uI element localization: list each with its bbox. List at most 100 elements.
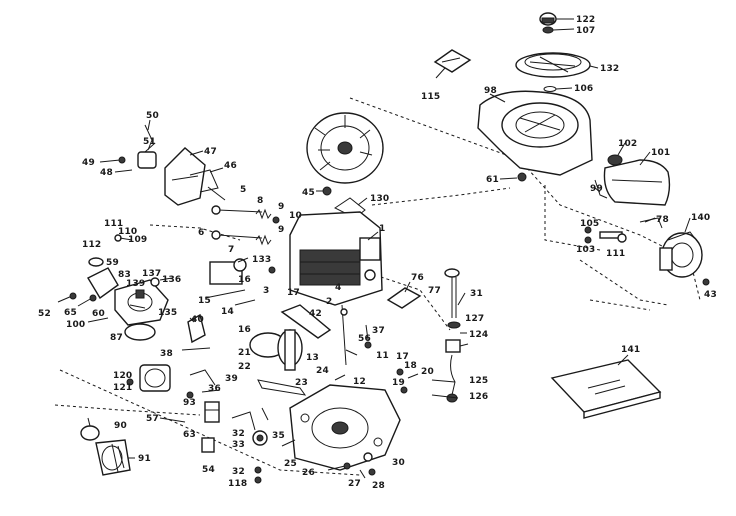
callout-91: 91 [138, 454, 151, 464]
callout-65: 65 [64, 308, 77, 318]
callout-5: 5 [240, 185, 246, 195]
callout-50: 50 [146, 111, 159, 121]
callout-32b: 32 [232, 467, 245, 477]
callout-118: 118 [228, 479, 247, 489]
callout-1: 1 [379, 224, 385, 234]
callout-137: 137 [142, 269, 161, 279]
callout-61: 61 [486, 175, 499, 185]
callout-17b: 17 [396, 352, 409, 362]
callout-121: 121 [113, 383, 132, 393]
callout-31: 31 [470, 289, 483, 299]
carburetor-group [57, 234, 173, 341]
callout-4: 4 [335, 283, 341, 293]
callout-106: 106 [574, 84, 593, 94]
callout-107: 107 [576, 26, 595, 36]
callout-18: 18 [404, 361, 417, 371]
callout-59: 59 [106, 258, 119, 268]
callout-21: 21 [238, 348, 251, 358]
callout-40: 40 [191, 315, 204, 325]
callout-130: 130 [370, 194, 389, 204]
callout-46: 46 [224, 161, 237, 171]
callout-13: 13 [306, 353, 319, 363]
callout-51: 51 [143, 137, 156, 147]
callout-30: 30 [392, 458, 405, 468]
callout-15: 15 [198, 296, 211, 306]
callout-9: 9 [278, 202, 284, 212]
assembly-guide-lines [54, 97, 701, 476]
callout-78: 78 [656, 215, 669, 225]
callout-110: 110 [118, 227, 137, 237]
callout-105: 105 [580, 219, 599, 229]
callout-141: 141 [621, 345, 640, 355]
callout-27: 27 [348, 479, 361, 489]
callout-136: 136 [162, 275, 181, 285]
crankshaft-group [181, 304, 372, 396]
callout-22: 22 [238, 362, 251, 372]
callout-38: 38 [160, 349, 173, 359]
callout-77: 77 [428, 286, 441, 296]
callout-124: 124 [469, 330, 488, 340]
callout-115: 115 [421, 92, 440, 102]
callout-56: 56 [358, 334, 371, 344]
callout-45: 45 [302, 188, 315, 198]
callout-87: 87 [110, 333, 123, 343]
callout-20: 20 [421, 367, 434, 377]
callout-139: 139 [126, 279, 145, 289]
owners-manual [550, 359, 662, 419]
callout-132: 132 [600, 64, 619, 74]
callout-109: 109 [128, 235, 147, 245]
callout-127: 127 [465, 314, 484, 324]
callout-9b: 9 [278, 225, 284, 235]
callout-120: 120 [113, 371, 132, 381]
callout-125: 125 [469, 376, 488, 386]
callout-103: 103 [576, 245, 595, 255]
sump-group [231, 368, 419, 484]
callout-8: 8 [257, 196, 263, 206]
callout-26: 26 [302, 468, 315, 478]
leader-lines [87, 18, 691, 459]
callout-122: 122 [576, 15, 595, 25]
callout-57: 57 [146, 414, 159, 424]
callout-43: 43 [704, 290, 717, 300]
fuel-tank-group [584, 154, 710, 286]
callout-23: 23 [295, 378, 308, 388]
callout-112: 112 [82, 240, 101, 250]
callout-47: 47 [204, 147, 217, 157]
callout-6: 6 [198, 228, 204, 238]
callout-98: 98 [484, 86, 497, 96]
callout-100: 100 [66, 320, 85, 330]
fill-tube-group [386, 268, 469, 403]
callout-16b: 16 [238, 325, 251, 335]
callout-48: 48 [100, 168, 113, 178]
flywheel-group [306, 112, 384, 219]
callout-52: 52 [38, 309, 51, 319]
callout-10: 10 [289, 211, 302, 221]
air-cleaner-group [99, 124, 219, 206]
callout-37: 37 [372, 326, 385, 336]
callout-28: 28 [372, 481, 385, 491]
callout-7: 7 [228, 245, 234, 255]
callout-12: 12 [353, 377, 366, 387]
callout-19: 19 [392, 378, 405, 388]
callout-76: 76 [411, 273, 424, 283]
callout-99: 99 [590, 184, 603, 194]
callout-135: 135 [158, 308, 177, 318]
callout-36: 36 [208, 384, 221, 394]
callout-90: 90 [114, 421, 127, 431]
callout-101: 101 [651, 148, 670, 158]
callout-2: 2 [326, 297, 332, 307]
callout-24: 24 [316, 366, 329, 376]
callout-25: 25 [284, 459, 297, 469]
callout-54: 54 [202, 465, 215, 475]
callout-3: 3 [263, 286, 269, 296]
callout-111b: 111 [104, 219, 123, 229]
callout-133: 133 [252, 255, 271, 265]
callout-32: 32 [232, 429, 245, 439]
callout-42: 42 [309, 309, 322, 319]
callout-102: 102 [618, 139, 637, 149]
callout-60: 60 [92, 309, 105, 319]
callout-39: 39 [225, 374, 238, 384]
callout-17: 17 [287, 288, 300, 298]
callout-63: 63 [183, 430, 196, 440]
